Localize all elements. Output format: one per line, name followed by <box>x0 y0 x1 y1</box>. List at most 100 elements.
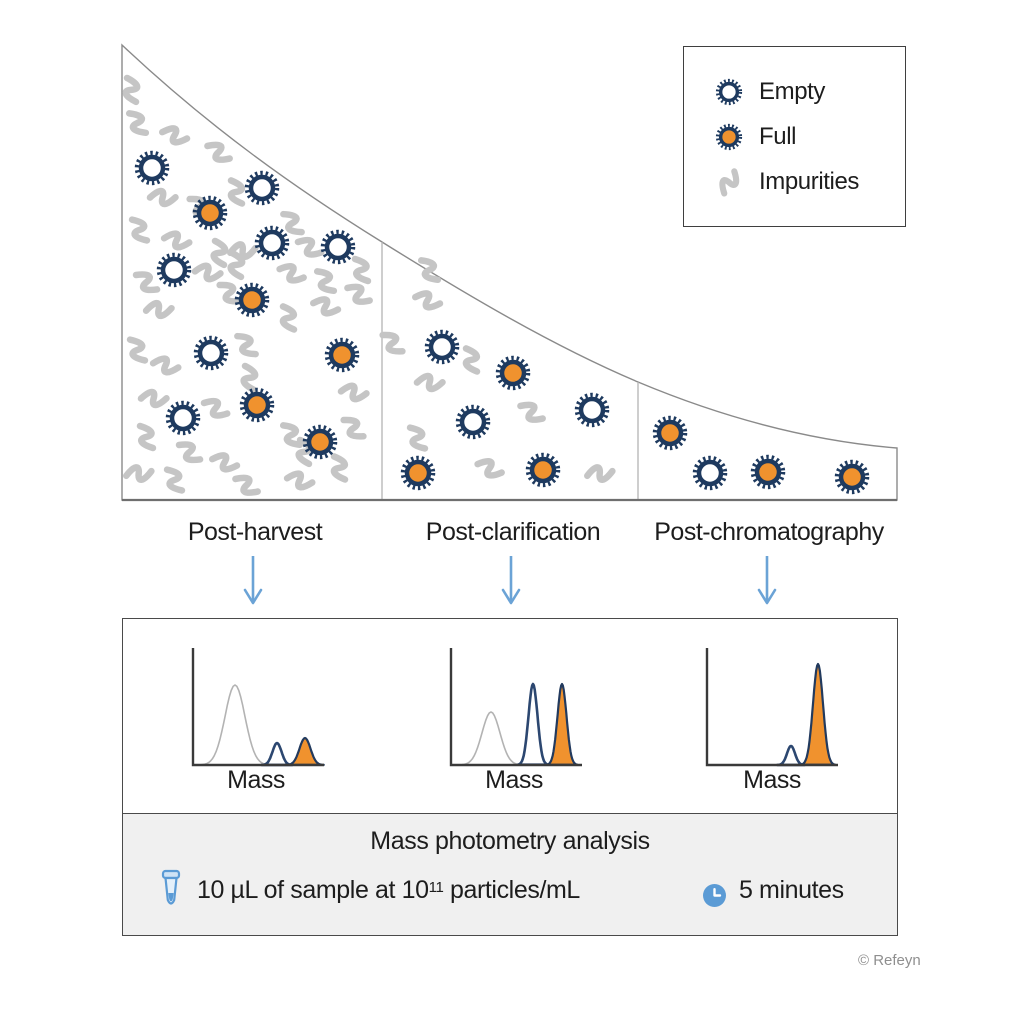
impurity-squiggle <box>160 230 193 251</box>
x-axis-label-mass: Mass <box>485 766 543 794</box>
impurity-squiggle <box>234 332 259 358</box>
impurity-squiggle <box>227 249 246 281</box>
capsid-empty <box>156 252 192 288</box>
impurity-squiggle <box>142 299 175 320</box>
stage-label-post-clarification: Post-clarification <box>425 518 601 546</box>
impurity-squiggle <box>123 464 155 483</box>
impurity-squiggle <box>379 331 406 355</box>
impurity-squiggle <box>351 255 372 285</box>
impurity-squiggle <box>210 237 229 269</box>
capsid-full <box>400 455 436 491</box>
histogram-peak-empty <box>776 744 806 767</box>
capsid-full <box>324 337 360 373</box>
impurity-squiggle <box>313 268 338 295</box>
capsid-empty <box>134 150 170 186</box>
capsid-full <box>652 415 688 451</box>
impurity-squiggle <box>417 257 442 284</box>
empty-capsid-icon <box>712 75 746 109</box>
exponent: 11 <box>428 879 444 896</box>
capsid-full <box>495 355 531 391</box>
legend-row-impurities: Impurities <box>712 164 905 200</box>
decay-curve-outline <box>121 43 898 501</box>
sample-spec-text: 10 µL of sample at 1011 particles/mL <box>197 876 580 904</box>
histogram-peak-full <box>285 736 325 766</box>
capsid-empty <box>424 329 460 365</box>
capsid-empty <box>574 392 610 428</box>
capsid-full <box>834 459 870 495</box>
histogram-peak-impurity <box>459 711 523 766</box>
capsid-full <box>750 454 786 490</box>
sample-tube-icon <box>159 869 183 916</box>
impurity-squiggle <box>136 422 157 452</box>
impurity-squiggle <box>406 424 429 452</box>
full-capsid-icon <box>712 120 746 154</box>
analysis-summary-panel: Mass photometry analysis 10 µL of sample… <box>123 813 897 935</box>
impurity-squiggle <box>279 422 304 449</box>
capsid-empty <box>320 229 356 265</box>
impurity-squiggle <box>584 464 616 483</box>
histogram-peak-empty <box>516 682 550 766</box>
impurity-squiggle-icon <box>712 165 746 199</box>
legend-row-empty: Empty <box>712 74 905 110</box>
duration-text: 5 minutes <box>739 876 844 904</box>
capsid-full <box>525 452 561 488</box>
capsid-empty <box>692 455 728 491</box>
capsid-empty <box>715 78 743 105</box>
impurity-squiggle <box>126 336 149 364</box>
capsid-empty <box>455 404 491 440</box>
capsid-empty <box>244 170 280 206</box>
impurity-squiggle <box>340 416 367 440</box>
impurity-squiggle <box>232 474 261 496</box>
impurity-squiggle <box>719 167 740 197</box>
impurity-squiggle <box>128 216 151 244</box>
stage-label-post-chromatography: Post-chromatography <box>654 518 884 546</box>
impurity-squiggle <box>204 141 233 163</box>
mass-histogram-post-harvest <box>191 648 325 767</box>
legend-row-full: Full <box>712 119 905 155</box>
impurity-squiggle <box>149 355 182 376</box>
legend-label-full: Full <box>759 122 797 150</box>
mass-histogram-post-chromatography <box>705 648 838 767</box>
impurity-squiggle <box>200 397 231 419</box>
impurity-squiggle <box>122 74 141 106</box>
impurity-squiggle <box>227 177 246 207</box>
histogram-peak-full <box>545 682 579 766</box>
x-axis-label-mass: Mass <box>227 766 285 794</box>
legend-label-impurities: Impurities <box>759 167 860 195</box>
impurity-squiggle <box>276 263 307 284</box>
flow-arrow <box>243 556 263 605</box>
impurity-squiggle <box>337 382 370 403</box>
capsid-empty <box>165 400 201 436</box>
capsid-full <box>302 424 338 460</box>
histogram-peak-full <box>799 662 837 766</box>
impurity-squiggle <box>294 236 325 258</box>
histogram-peak-impurity <box>200 684 270 766</box>
impurity-squiggle <box>283 470 316 491</box>
capsid-empty <box>193 335 229 371</box>
histogram-axes <box>705 648 838 767</box>
impurity-squiggle <box>462 345 481 375</box>
capsid-full <box>234 282 270 318</box>
impurity-squiggle <box>146 187 179 208</box>
histogram-peak-empty <box>260 741 294 767</box>
impurity-squiggle <box>125 110 150 137</box>
analysis-title: Mass photometry analysis <box>370 827 650 855</box>
histogram-axes <box>191 648 324 767</box>
impurity-squiggle <box>279 303 298 333</box>
impurity-squiggle <box>227 241 259 260</box>
impurity-squiggle <box>413 372 446 393</box>
impurity-squiggle <box>209 452 241 473</box>
impurity-squiggle <box>240 362 259 394</box>
legend-label-empty: Empty <box>759 77 826 105</box>
x-axis-label-mass: Mass <box>743 766 801 794</box>
impurity-squiggle <box>191 262 224 283</box>
impurity-squiggle <box>175 441 204 464</box>
capsid-full <box>239 387 275 423</box>
histogram-axes <box>449 648 582 767</box>
impurity-squiggle <box>330 453 349 483</box>
legend: Empty Full Impurities <box>683 46 906 227</box>
flow-arrow <box>501 556 521 605</box>
impurity-squiggle <box>216 281 243 305</box>
